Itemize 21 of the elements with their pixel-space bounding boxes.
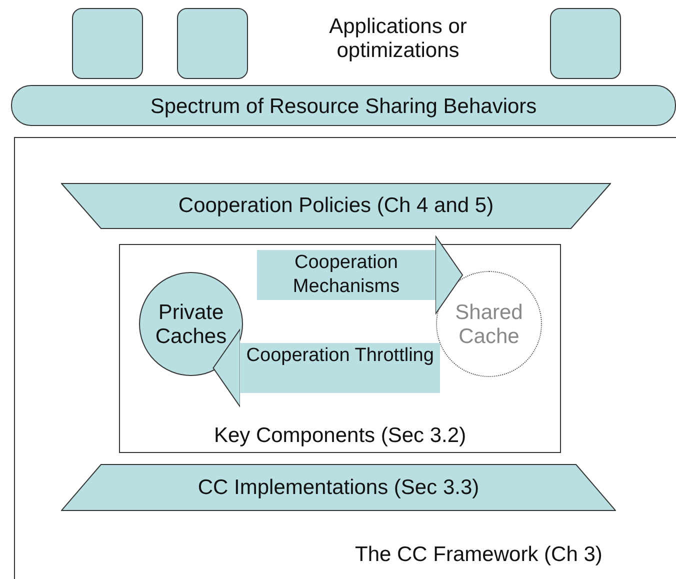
band-label: Cooperation Policies (Ch 4 and 5) [177, 194, 495, 218]
rounded-box [177, 8, 248, 79]
framework-frame [14, 137, 676, 579]
trapezoid-band [61, 183, 611, 229]
note-text: Applications or optimizations [328, 15, 468, 63]
components-box [119, 244, 561, 453]
rounded-box [550, 8, 621, 79]
band-label: CC Implementations (Sec 3.3) [196, 476, 480, 500]
rounded-box [72, 8, 143, 79]
band [11, 85, 676, 126]
group-title: Key Components (Sec 3.2) [212, 424, 468, 448]
block-arrow [212, 328, 440, 408]
block-arrow [257, 236, 463, 314]
trapezoid-band [61, 464, 616, 511]
group-title: The CC Framework (Ch 3) [355, 543, 602, 567]
cache-circle [436, 271, 542, 377]
cache-label: Private Caches [154, 301, 228, 349]
cache-label: Shared Cache [454, 301, 524, 349]
edge-label: Cooperation Throttling [245, 344, 435, 368]
band-label: Spectrum of Resource Sharing Behaviors [149, 94, 538, 118]
edge-label: Cooperation Mechanisms [292, 251, 401, 299]
